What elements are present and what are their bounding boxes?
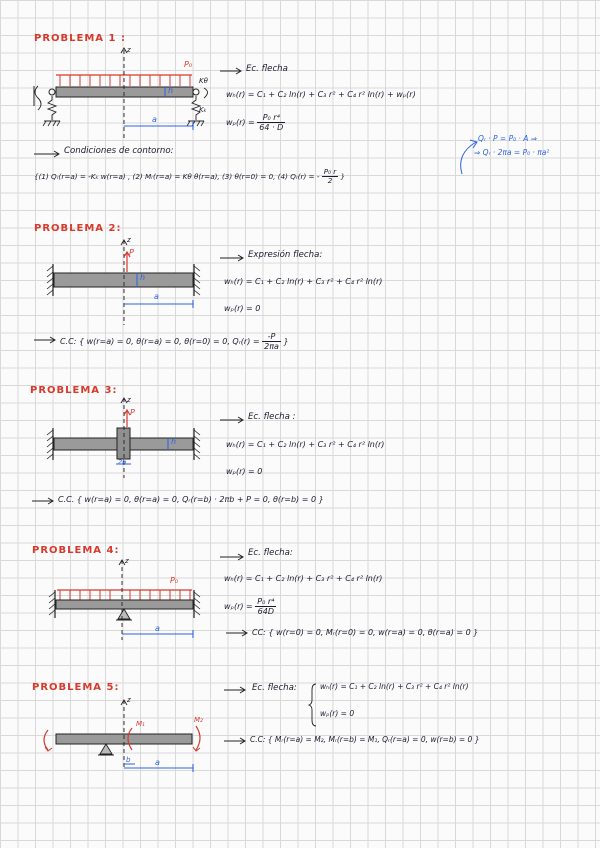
p3-wp-equation: wₚ(r) = 0 xyxy=(226,467,263,476)
problem-2-title: PROBLEMA 2: xyxy=(34,223,122,234)
p3-z-label: z xyxy=(127,396,131,404)
p1-bc-equation: {(1) Qᵣ(r=a) = -Kₖ w(r=a) , (2) Mᵣ(r=a) … xyxy=(34,167,346,186)
p1-note-2: ⇒ Qᵣ · 2πa = P₀ · πa² xyxy=(474,148,550,157)
p4-bc-equation: CC: { w(r=0) = 0, Mᵣ(r=0) = 0, w(r=a) = … xyxy=(252,628,479,637)
p3-ec-label: Ec. flecha : xyxy=(248,412,296,422)
h-label: h xyxy=(168,86,174,95)
p1-bc-label: Condiciones de contorno: xyxy=(64,146,174,156)
z-label: z xyxy=(127,46,131,54)
p4-a-label: a xyxy=(155,624,160,633)
p5-z-label: z xyxy=(127,696,131,704)
p2-p-label: P xyxy=(129,248,134,257)
p2-ec-label: Expresión flecha: xyxy=(248,250,323,260)
p4-wh-equation: wₕ(r) = C₁ + C₂ ln(r) + C₃ r² + C₄ r² ln… xyxy=(224,574,383,583)
problem-4-title: PROBLEMA 4: xyxy=(32,545,120,556)
p5-m1-label: M₁ xyxy=(136,720,145,728)
p2-h-label: h xyxy=(140,273,146,282)
p5-m2-label: M₂ xyxy=(194,716,203,724)
p3-b-label: 2b xyxy=(118,458,127,466)
p4-z-label: z xyxy=(125,557,129,565)
p5-bc-equation: C.C: { Mᵣ(r=a) = M₂, Mᵣ(r=b) = M₁, Qᵣ(r=… xyxy=(250,735,480,744)
p2-wp-equation: wₚ(r) = 0 xyxy=(224,304,261,313)
k-theta-label: Kθ xyxy=(199,77,208,85)
p5-wh-equation: wₕ(r) = C₁ + C₂ ln(r) + C₃ r² + C₄ r² ln… xyxy=(320,682,469,691)
p1-wh-equation: wₕ(r) = C₁ + C₂ ln(r) + C₃ r² + C₄ r² ln… xyxy=(226,90,416,99)
p5-ec-label: Ec. flecha: xyxy=(252,683,297,693)
problem-5-title: PROBLEMA 5: xyxy=(32,682,120,693)
p3-bc-equation: C.C. { w(r=a) = 0, θ(r=a) = 0, Qᵣ(r=b) ·… xyxy=(58,495,324,504)
a-label: a xyxy=(152,115,157,124)
p2-wh-equation: wₕ(r) = C₁ + C₂ ln(r) + C₃ r² + C₄ r² ln… xyxy=(224,277,383,286)
k-w-label: Kₖ xyxy=(199,106,207,114)
p4-load-label: P₀ xyxy=(170,576,179,585)
problem-3-title: PROBLEMA 3: xyxy=(30,385,118,396)
problem-1-title: PROBLEMA 1 : xyxy=(34,33,126,44)
p1-note-1: Qᵣ · P = P₀ · A ⇒ xyxy=(478,134,538,143)
p1-ec-label: Ec. flecha xyxy=(246,64,288,74)
p5-wp-equation: wₚ(r) = 0 xyxy=(320,709,355,718)
p3-h-label: h xyxy=(171,437,177,446)
p5-b-label: b xyxy=(126,756,131,764)
p3-p-label: P xyxy=(130,408,135,417)
p2-a-label: a xyxy=(154,292,159,301)
load-label: P₀ xyxy=(184,60,193,69)
p3-wh-equation: wₕ(r) = C₁ + C₂ ln(r) + C₃ r² + C₄ r² ln… xyxy=(226,440,385,449)
p4-ec-label: Ec. flecha: xyxy=(248,548,293,558)
p2-z-label: z xyxy=(127,236,131,244)
p5-a-label: a xyxy=(155,758,160,767)
p2-bc-equation: C.C: { w(r=a) = 0, θ(r=a) = 0, θ(r=0) = … xyxy=(60,332,289,352)
